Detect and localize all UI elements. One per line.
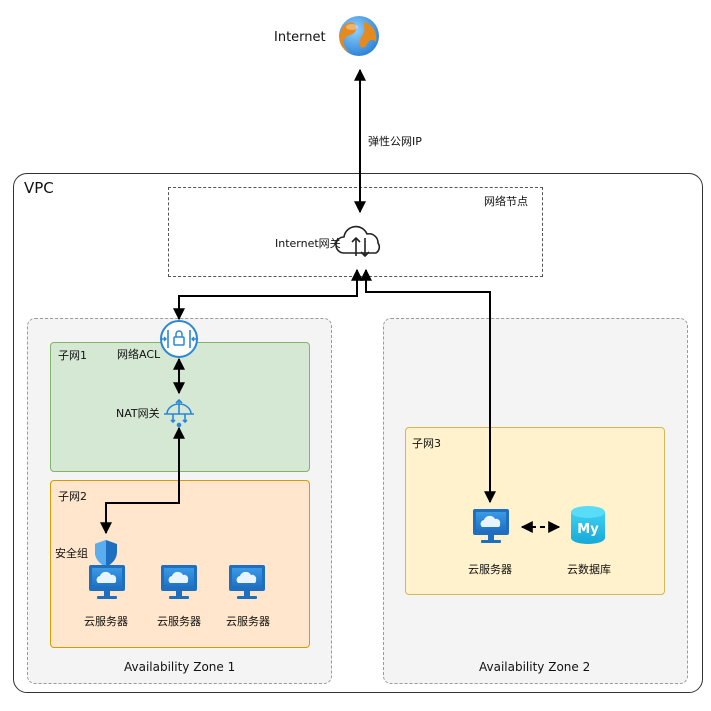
gateway-acl-link <box>173 268 363 321</box>
cloud-server-icon <box>89 565 125 599</box>
availability-zone-1-label: Availability Zone 1 <box>124 660 236 674</box>
vpc-label: VPC <box>24 179 54 197</box>
server-label: 云服务器 <box>226 615 270 628</box>
subnet-1-label: 子网1 <box>58 349 87 362</box>
database-icon-text: My <box>577 522 599 537</box>
subnet-2-label: 子网2 <box>58 490 87 503</box>
network-acl-icon <box>160 320 198 358</box>
database-icon <box>571 506 605 544</box>
network-node-label: 网络节点 <box>484 195 528 208</box>
server-label: 云服务器 <box>157 615 201 628</box>
acl-label: 网络ACL <box>117 348 161 361</box>
server-label: 云服务器 <box>468 563 512 576</box>
cloud-server-icon <box>473 509 509 543</box>
availability-zone-2-label: Availability Zone 2 <box>479 660 591 674</box>
eip-label: 弹性公网IP <box>368 135 422 148</box>
internet-gateway-icon <box>335 225 381 257</box>
internet-gateway-label: Internet网关 <box>275 237 341 250</box>
nat-security-group-link <box>100 426 185 535</box>
shield-icon <box>95 540 117 567</box>
cloud-server-icon <box>229 565 265 599</box>
cloud-server-icon <box>161 565 197 599</box>
database-label: 云数据库 <box>567 563 611 576</box>
nat-gateway-icon <box>164 398 194 428</box>
server-label: 云服务器 <box>84 615 128 628</box>
gateway-subnet3-link <box>360 268 496 504</box>
nat-gateway-label: NAT网关 <box>116 407 160 420</box>
globe-icon <box>339 16 379 56</box>
internet-label: Internet <box>274 30 326 45</box>
security-group-label: 安全组 <box>55 547 88 560</box>
